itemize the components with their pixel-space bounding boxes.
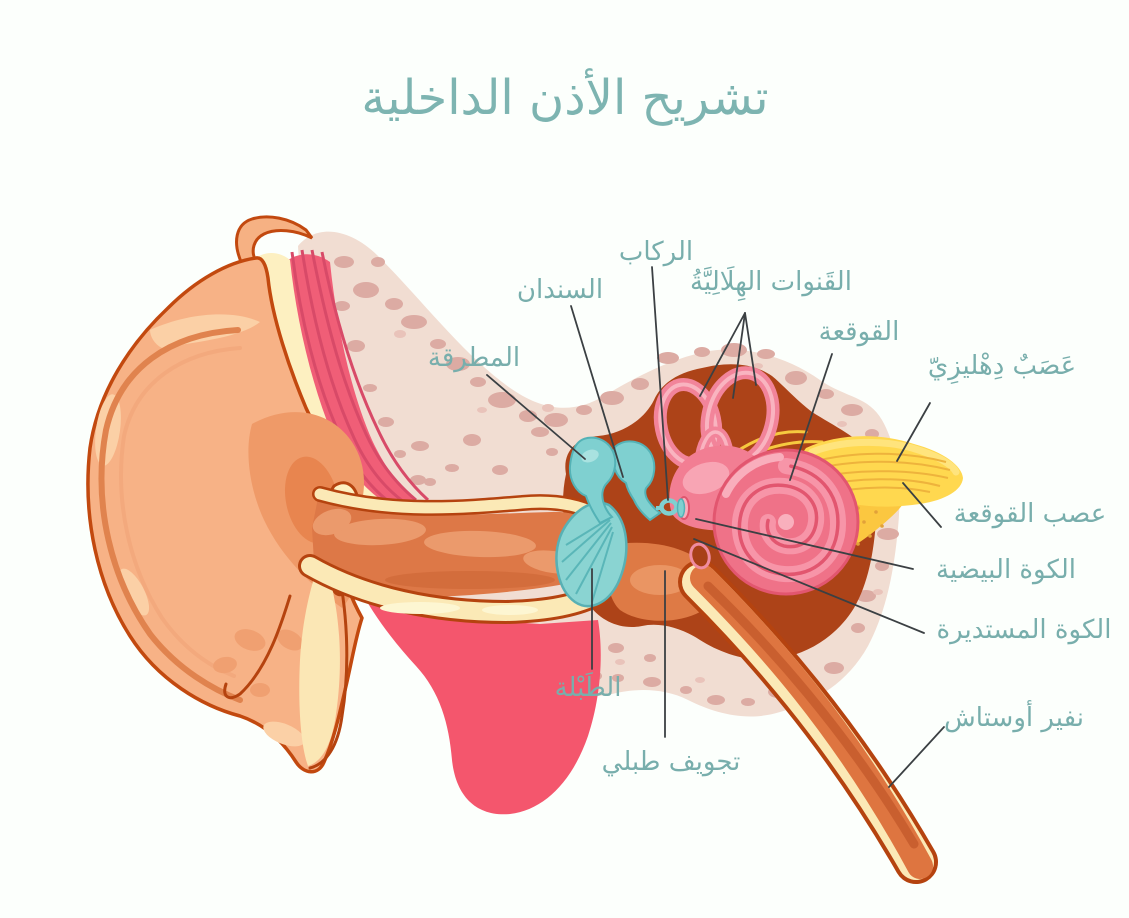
muscle-band — [288, 249, 430, 510]
ear-canal — [298, 486, 610, 625]
eustachian-tube — [678, 560, 938, 884]
lobe-highlight — [263, 721, 305, 747]
label-incus: السندان — [516, 275, 604, 305]
helix-ridge-inner — [119, 346, 242, 678]
leader-incus — [570, 305, 624, 478]
label-cochlea: القوقعة — [818, 317, 900, 347]
round-window — [689, 542, 711, 570]
leader-oval-window — [695, 518, 914, 570]
leader-round-window — [693, 538, 925, 634]
leader-stapes — [651, 266, 669, 501]
shell-texture — [213, 629, 303, 697]
leader-cochlear-nerve — [902, 482, 942, 528]
label-cochlear-nerve: عصب القوقعة — [953, 499, 1107, 529]
label-malleus: المطرقة — [427, 343, 521, 373]
page-title: تشريح الأذن الداخلية — [361, 70, 769, 126]
leader-canal-3 — [744, 312, 757, 386]
label-semicircular-canals: القَنوات الهِلَالِيَّةُ — [690, 267, 852, 297]
helix-highlight — [150, 314, 260, 348]
label-vestibular-nerve: عَصَبٌ دِهْليزِيّ — [927, 351, 1077, 381]
lobule-fold — [223, 556, 349, 770]
label-stapes: الركاب — [618, 237, 694, 267]
leader-eustachian-tube — [888, 726, 945, 788]
leader-vestibular-nerve — [896, 402, 931, 462]
canal-texture — [312, 508, 583, 589]
incus — [612, 440, 662, 522]
leader-lines — [486, 266, 945, 788]
label-eustachian-tube: نفير أوستاش — [944, 703, 1084, 733]
stapes — [656, 498, 686, 518]
cochlea — [712, 448, 860, 596]
label-round-window: الكوة المستديرة — [936, 615, 1112, 645]
helix-highlight — [118, 568, 150, 616]
leader-canal-1 — [699, 312, 746, 397]
ossicles — [555, 436, 686, 608]
leader-malleus — [486, 374, 586, 460]
label-eardrum: الطَبْلة — [554, 673, 622, 703]
helix-ridge — [98, 327, 243, 703]
malleus — [568, 436, 617, 525]
label-tympanic-cavity: تجويف طبلي — [601, 747, 741, 777]
label-oval-window: الكوة البيضية — [936, 555, 1076, 585]
eardrum-membrane — [555, 501, 628, 608]
labyrinth — [653, 366, 860, 596]
leader-cochlea — [789, 353, 833, 481]
leader-canal-2 — [732, 312, 746, 399]
skin-crest — [235, 215, 314, 266]
soft-tissue — [352, 572, 601, 815]
bone-light-spots — [394, 330, 883, 683]
tympanic-cavity-region — [606, 542, 713, 621]
